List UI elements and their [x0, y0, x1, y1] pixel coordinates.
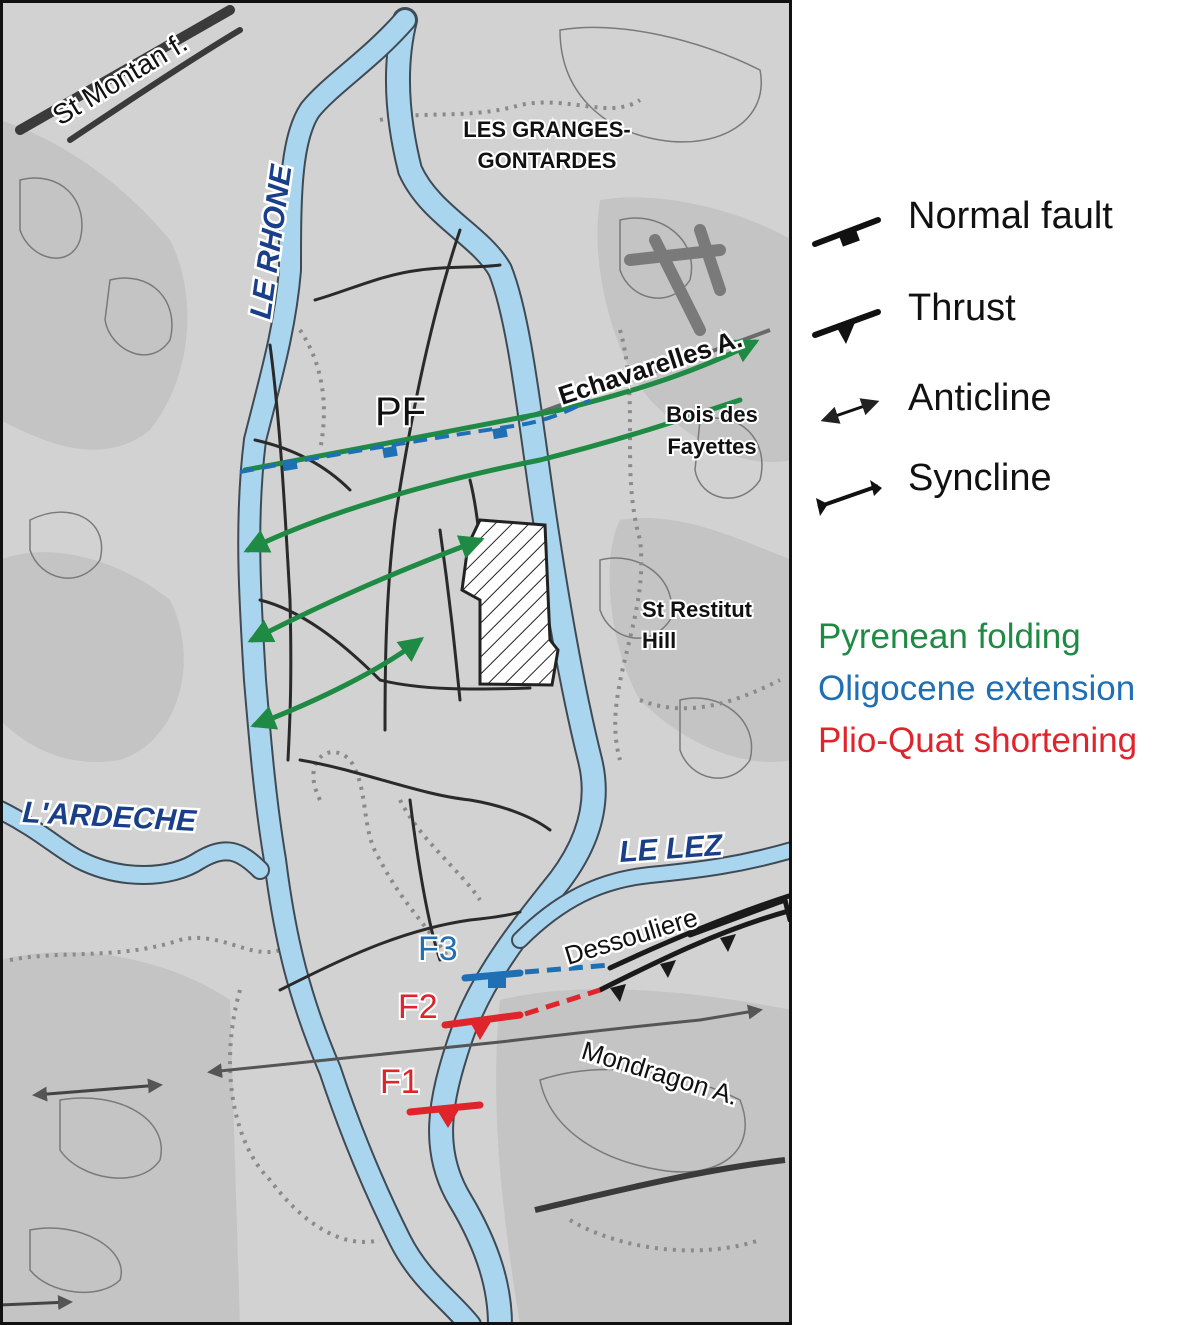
- legend-oligocene-extension: Oligocene extension: [818, 669, 1135, 708]
- legend-anticline: Anticline: [820, 377, 1052, 424]
- st-montan-fault: [15, 5, 243, 143]
- fault-f1: [406, 1101, 484, 1128]
- dotted-boundaries: [9, 98, 781, 1253]
- label-les-granges-1: LES GRANGES-: [463, 117, 630, 142]
- mondragon-anticline: [207, 1004, 763, 1079]
- label-fayettes: Fayettes: [667, 434, 756, 459]
- legend-label-syncline: Syncline: [908, 457, 1052, 499]
- legend-pyrenean-folding: Pyrenean folding: [818, 617, 1081, 656]
- legend-label-anticline: Anticline: [908, 377, 1052, 419]
- geology-contours: [19, 26, 763, 1293]
- fault-f2: [441, 987, 601, 1040]
- legend-normal-fault: Normal fault: [812, 195, 1113, 247]
- oligocene-normal-fault-pf: [239, 398, 591, 474]
- thrust-icon: [812, 309, 881, 344]
- label-pf: PF: [375, 390, 426, 434]
- anticline-icon: [820, 398, 880, 424]
- label-f3: F3: [418, 930, 458, 968]
- legend-plio-quat-shortening: Plio-Quat shortening: [818, 721, 1137, 760]
- label-hill: Hill: [642, 628, 676, 653]
- label-f2: F2: [398, 988, 438, 1026]
- legend-label-thrust: Thrust: [908, 287, 1016, 329]
- ardeche-river: [0, 800, 270, 885]
- dessouliere-thrust: [597, 892, 792, 993]
- gray-structures: [624, 224, 726, 336]
- label-st-restitut: St Restitut: [642, 597, 753, 622]
- legend-syncline: Syncline: [816, 457, 1052, 516]
- label-le-lez: LE LEZ: [618, 829, 725, 869]
- legend: Normal fault Thrust Anticline Syncline P…: [812, 195, 1137, 760]
- dessouliere-thrust-teeth: [610, 934, 736, 1002]
- map-frame: St Montan f. LE RHONE LES GRANGES- GONTA…: [0, 0, 792, 1325]
- southern-structure: [534, 1157, 786, 1213]
- map-border: [0, 0, 792, 1325]
- label-les-granges-2: GONTARDES: [478, 148, 617, 173]
- small-anticline-west: [32, 1078, 163, 1102]
- fault-f3: [461, 962, 611, 988]
- legend-thrust: Thrust: [812, 287, 1016, 344]
- label-f1: F1: [380, 1063, 420, 1101]
- geological-map[interactable]: St Montan f. LE RHONE LES GRANGES- GONTA…: [0, 0, 792, 1325]
- label-bois-des: Bois des: [666, 402, 758, 427]
- normal-fault-icon: [812, 217, 881, 247]
- corner-arrow: [0, 1295, 73, 1311]
- lez-river: [511, 841, 792, 949]
- syncline-icon: [816, 480, 882, 516]
- legend-label-normal-fault: Normal fault: [908, 195, 1113, 237]
